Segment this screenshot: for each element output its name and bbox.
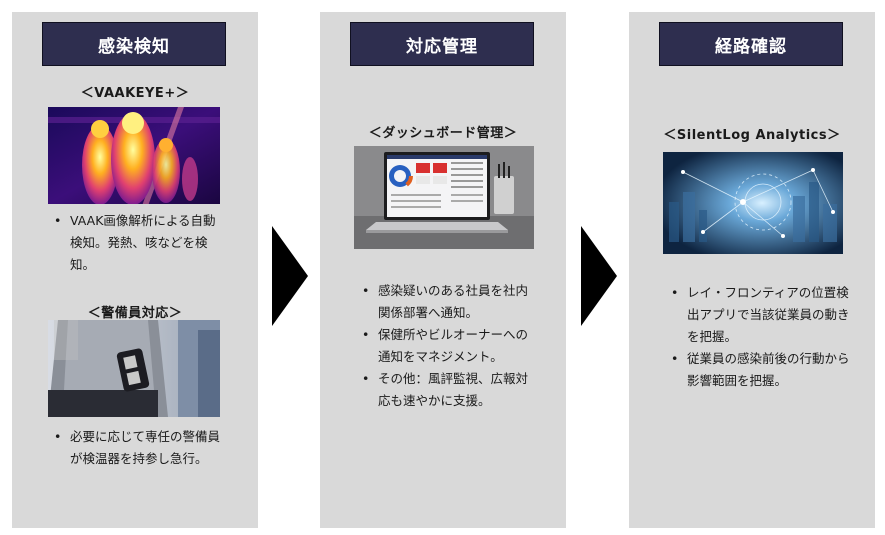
guard-bullet-list: 必要に応じて専任の警備員が検温器を持参し急行。 [48, 426, 226, 470]
list-item: 必要に応じて専任の警備員が検温器を持参し急行。 [48, 426, 226, 470]
city-network-image [663, 152, 843, 254]
list-item: VAAK画像解析による自動検知。発熱、咳などを検知。 [48, 210, 226, 276]
column-header-detection: 感染検知 [42, 22, 226, 66]
list-item: 感染疑いのある社員を社内関係部署へ通知。 [356, 280, 536, 324]
list-item: その他：風評監視、広報対応も速やかに支援。 [356, 368, 536, 412]
flow-arrow [581, 226, 617, 326]
route-bullet-list: レイ・フロンティアの位置検出アプリで当該従業員の動きを把握。 従業員の感染前後の… [665, 282, 851, 392]
subtitle-security-guard: ＜警備員対応＞ [87, 306, 183, 321]
dashboard-laptop-image [354, 146, 534, 249]
flow-arrow [272, 226, 308, 326]
subtitle-dashboard: ＜ダッシュボード管理＞ [368, 126, 518, 141]
list-item: 保健所やビルオーナーへの通知をマネジメント。 [356, 324, 536, 368]
column-infection-detection: 感染検知 ＜VAAKEYE+＞ VAAK画像解析による自動検知。 [12, 12, 258, 528]
subtitle-silentlog: ＜SilentLog Analytics＞ [663, 128, 841, 143]
security-guard-image [48, 320, 220, 417]
detection-bullet-list: VAAK画像解析による自動検知。発熱、咳などを検知。 [48, 210, 226, 276]
list-item: レイ・フロンティアの位置検出アプリで当該従業員の動きを把握。 [665, 282, 851, 348]
column-route-confirmation: 経路確認 ＜SilentLog Analytics＞ [629, 12, 875, 528]
column-response-management: 対応管理 ＜ダッシュボード管理＞ [320, 12, 566, 528]
column-header-route: 経路確認 [659, 22, 843, 66]
list-item: 従業員の感染前後の行動から影響範囲を把握。 [665, 348, 851, 392]
thermal-camera-image [48, 107, 220, 204]
column-header-management: 対応管理 [350, 22, 534, 66]
subtitle-vaakeye: ＜VAAKEYE+＞ [80, 86, 190, 101]
management-bullet-list: 感染疑いのある社員を社内関係部署へ通知。 保健所やビルオーナーへの通知をマネジメ… [356, 280, 536, 412]
